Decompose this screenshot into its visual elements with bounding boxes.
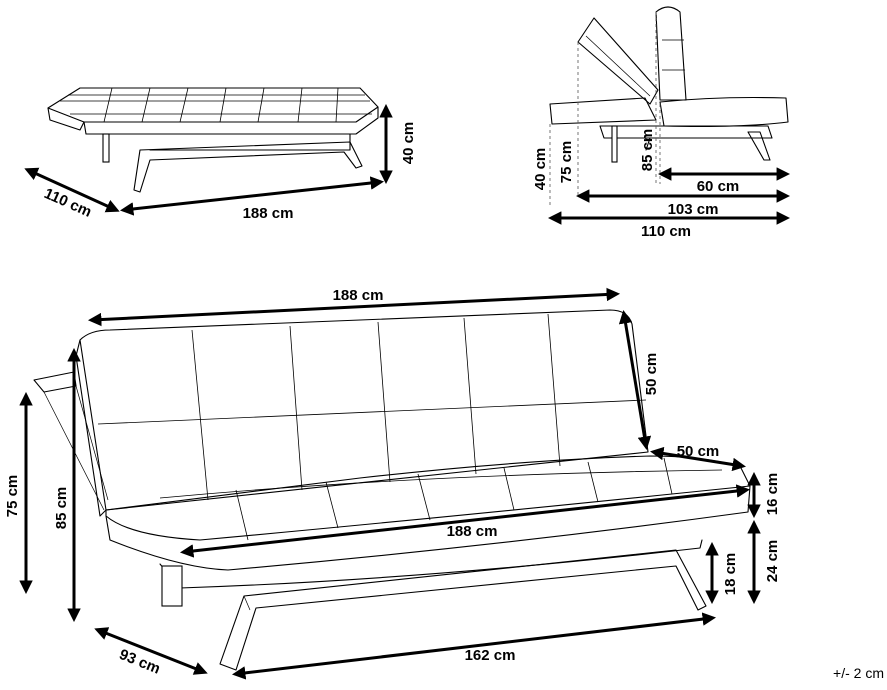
flat-height-label: 40 cm <box>400 122 417 165</box>
seat-depth-label: 50 cm <box>677 443 720 460</box>
frame-width-label: 162 cm <box>465 647 516 664</box>
tolerance-note: +/- 2 cm <box>833 665 884 681</box>
seat-height-label: 24 cm <box>764 540 781 583</box>
side-h75-label: 75 cm <box>558 141 575 184</box>
side-profile-illustration <box>549 6 789 206</box>
side-w103-label: 103 cm <box>668 201 719 218</box>
leg-height-label: 18 cm <box>722 553 739 596</box>
cushion-thickness-label: 16 cm <box>764 473 781 516</box>
seat-width-label: 188 cm <box>447 523 498 540</box>
side-profile-dimensions: 40 cm 75 cm 85 cm 60 cm 103 cm 110 cm <box>532 129 791 240</box>
flat-length-label: 188 cm <box>243 205 294 222</box>
flat-bed-illustration <box>47 87 379 193</box>
side-w110-label: 110 cm <box>641 223 691 240</box>
back-width-label: 188 cm <box>333 287 384 304</box>
flat-bed-dimensions: 40 cm 188 cm 110 cm <box>24 103 417 222</box>
side-h40-label: 40 cm <box>532 148 549 191</box>
flat-depth-label: 110 cm <box>42 185 95 221</box>
sofa-dimensions: 188 cm 50 cm 50 cm 16 cm 24 cm 18 cm 188… <box>4 287 781 680</box>
total-depth-label: 93 cm <box>117 646 163 678</box>
side-w60-label: 60 cm <box>697 178 740 195</box>
back-height-label: 50 cm <box>643 353 660 396</box>
side-h85-label: 85 cm <box>639 129 656 172</box>
recline-height-label: 75 cm <box>4 475 21 518</box>
total-height-label: 85 cm <box>53 487 70 530</box>
